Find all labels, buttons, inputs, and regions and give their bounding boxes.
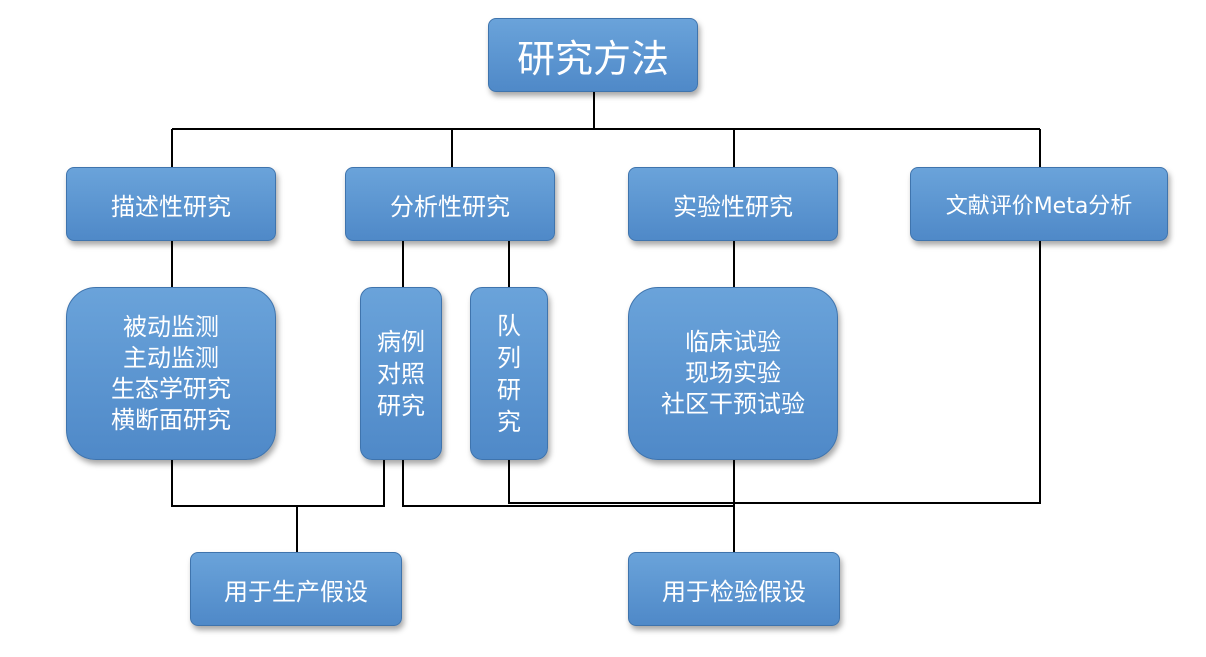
- cohort-text: 队 列 研 究: [497, 311, 521, 436]
- line-cohort-test: [508, 241, 1041, 504]
- node-cohort-study: 队 列 研 究: [470, 287, 548, 460]
- generate-label: 用于生产假设: [224, 577, 368, 606]
- node-descriptive-details: 被动监测 主动监测 生态学研究 横断面研究: [66, 287, 276, 460]
- case-control-text: 病例 对照 研究: [377, 327, 425, 420]
- node-case-control-study: 病例 对照 研究: [360, 287, 442, 460]
- node-hypothesis-testing: 用于检验假设: [628, 552, 840, 626]
- root-node-research-methods: 研究方法: [488, 18, 698, 92]
- root-label: 研究方法: [516, 36, 669, 81]
- descriptive-label: 描述性研究: [111, 192, 231, 221]
- line-desc-generate: [171, 460, 385, 507]
- analytical-label: 分析性研究: [390, 192, 510, 221]
- line-case-test: [402, 460, 734, 507]
- descriptive-details-text: 被动监测 主动监测 生态学研究 横断面研究: [111, 312, 231, 434]
- node-descriptive-study: 描述性研究: [66, 167, 276, 241]
- node-experimental-study: 实验性研究: [628, 167, 838, 241]
- experimental-details-text: 临床试验 现场实验 社区干预试验: [661, 328, 805, 418]
- test-label: 用于检验假设: [662, 577, 806, 606]
- node-meta-analysis: 文献评价Meta分析: [910, 167, 1168, 241]
- node-experimental-details: 临床试验 现场实验 社区干预试验: [628, 287, 838, 460]
- meta-label: 文献评价Meta分析: [945, 194, 1133, 219]
- experimental-label: 实验性研究: [673, 192, 793, 221]
- node-hypothesis-generation: 用于生产假设: [190, 552, 402, 626]
- node-analytical-study: 分析性研究: [345, 167, 555, 241]
